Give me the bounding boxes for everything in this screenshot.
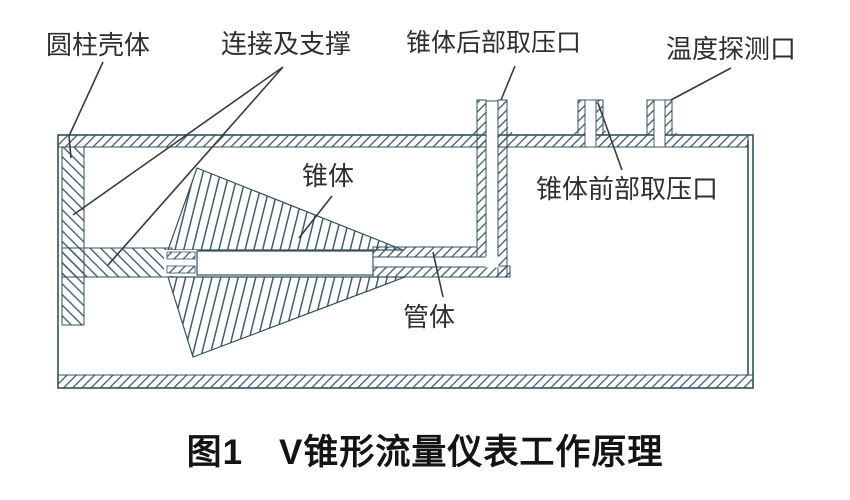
label-cone: 锥体 <box>302 162 355 191</box>
leader-support-a <box>72 66 284 216</box>
cone-body <box>167 167 406 358</box>
leader-front-tap <box>597 102 623 171</box>
support-bar <box>61 247 173 278</box>
temperature-port-nozzle <box>641 99 678 148</box>
label-support: 连接及支撑 <box>221 30 352 59</box>
leader-shell <box>68 61 104 159</box>
label-shell: 圆柱壳体 <box>46 31 151 60</box>
figure-caption: 图1 V锥形流量仪表工作原理 <box>186 433 664 472</box>
pipe-body <box>196 246 511 278</box>
leader-support-b <box>107 66 284 266</box>
leader-pipe <box>432 251 444 298</box>
label-pipe: 管体 <box>403 303 456 332</box>
label-front-tap: 锥体前部取压口 <box>536 175 719 204</box>
leader-temp-port <box>670 67 732 101</box>
leader-rear-tap <box>500 65 516 101</box>
leader-cone <box>298 195 333 239</box>
label-temp-port: 温度探测口 <box>666 35 797 64</box>
connector-detail <box>164 250 198 276</box>
leader-lines <box>68 61 732 298</box>
front-pressure-tap-nozzle <box>572 99 609 148</box>
label-rear-tap: 锥体后部取压口 <box>406 30 582 57</box>
